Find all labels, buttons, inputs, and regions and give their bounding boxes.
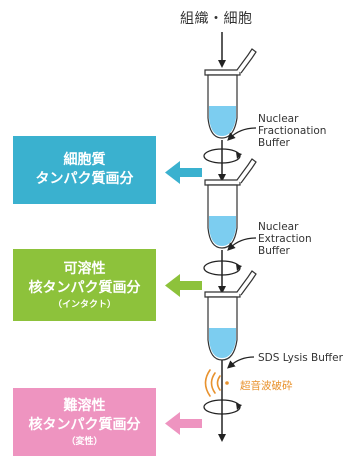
fraction-title-line2: タンパク質画分	[35, 171, 134, 187]
fraction-note: （変性）	[66, 436, 103, 447]
tube-lid-2	[236, 158, 257, 184]
tube-liquid-1	[209, 106, 236, 136]
sonication-icon	[204, 369, 229, 397]
buffer-label-line: Buffer	[258, 245, 290, 257]
centrifuge-icon-3	[203, 399, 242, 415]
fraction-box-soluble-nuclear: 可溶性 核タンパク質画分 （インタクト）	[13, 249, 156, 321]
output-arrow-3	[165, 412, 202, 435]
tube-cap-1	[204, 69, 241, 76]
reagent-arrow-3	[227, 356, 255, 369]
tube-3	[204, 270, 257, 361]
sonication-label: 超音波破砕	[240, 380, 293, 392]
fraction-title-line1: 細胞質	[63, 152, 106, 168]
buffer-label-line: Fractionation	[258, 125, 327, 137]
fraction-title-line1: 可溶性	[63, 260, 106, 277]
fraction-title-line2: 核タンパク質画分	[28, 279, 141, 296]
buffer-label-line: Nuclear	[258, 113, 299, 125]
fraction-title-line1: 難溶性	[63, 397, 106, 414]
centrifuge-icon-1	[203, 148, 242, 164]
buffer-label-line: Nuclear	[258, 221, 299, 233]
sample-title: 組織・細胞	[180, 11, 253, 27]
tube-cap-2	[204, 179, 241, 186]
centrifuge-icon-2	[203, 260, 242, 276]
tube-1	[204, 48, 257, 139]
sds-lysis-buffer-label: SDS Lysis Buffer	[258, 352, 343, 364]
reagent-arrow-2	[227, 237, 257, 251]
buffer-label-line: Extraction	[258, 233, 312, 245]
fraction-title-line2: 核タンパク質画分	[28, 416, 141, 433]
fraction-box-cytoplasmic: 細胞質 タンパク質画分	[13, 136, 156, 204]
tube-lid-3	[236, 270, 257, 296]
fraction-box-insoluble-nuclear: 難溶性 核タンパク質画分 （変性）	[13, 388, 156, 456]
output-arrow-2	[165, 274, 202, 297]
nuclear-extraction-buffer-label: Nuclear Extraction Buffer	[258, 221, 312, 257]
tube-cap-3	[204, 291, 241, 298]
fraction-note: （インタクト）	[52, 299, 116, 310]
reagent-arrow-1	[227, 127, 257, 141]
tube-2	[204, 158, 257, 249]
tube-lid-1	[236, 48, 257, 74]
buffer-label-line: Buffer	[258, 137, 290, 149]
tube-liquid-2	[209, 216, 236, 246]
nuclear-fractionation-buffer-label: Nuclear Fractionation Buffer	[258, 113, 326, 149]
output-arrow-1	[165, 161, 202, 184]
tube-liquid-3	[209, 328, 236, 358]
